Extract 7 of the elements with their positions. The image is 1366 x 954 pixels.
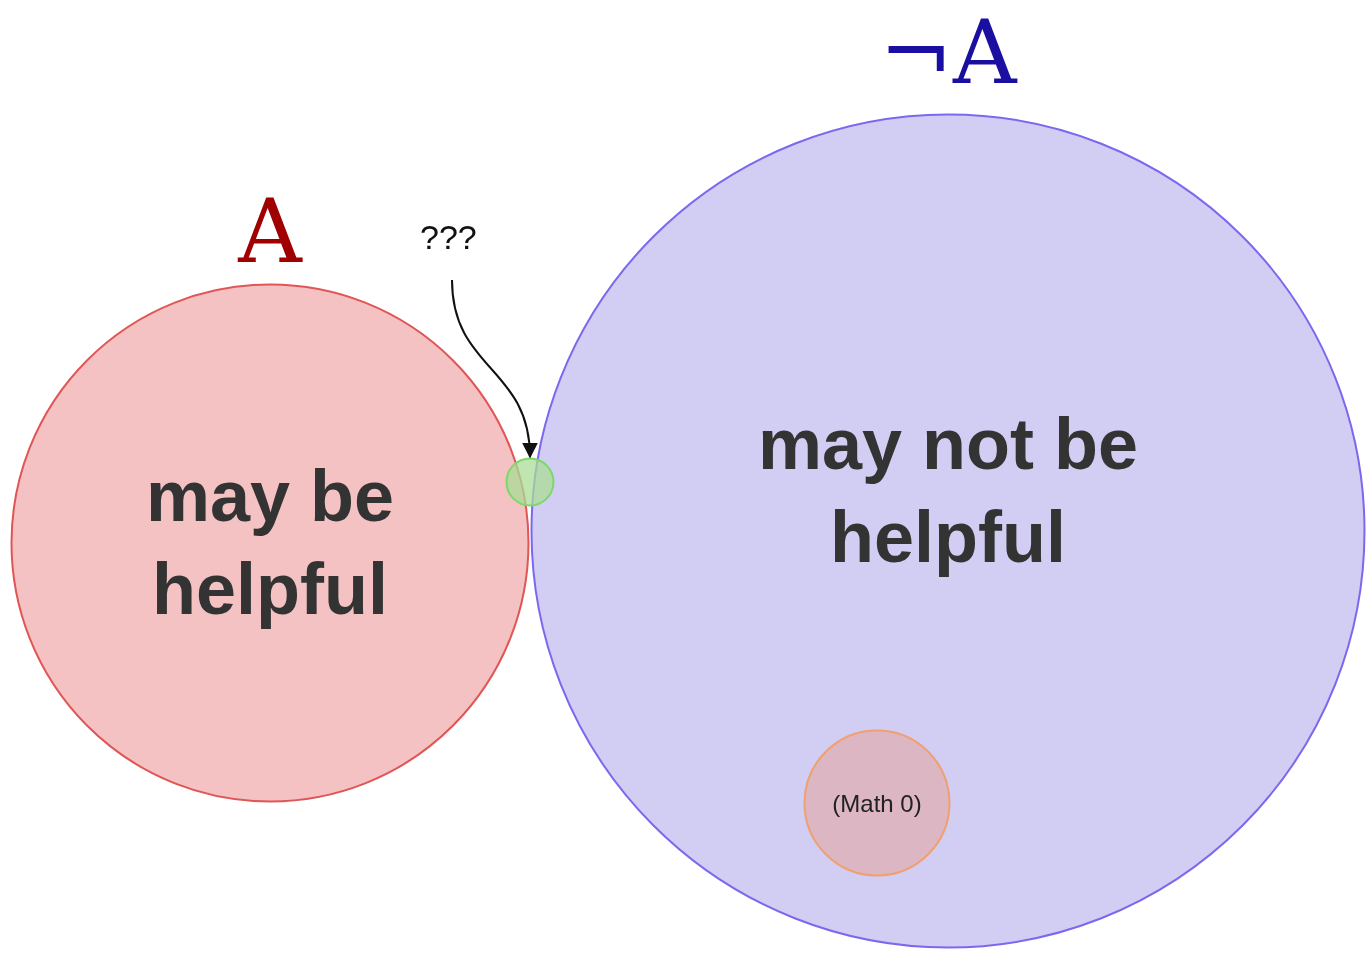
- circle-label: (Math 0): [831, 788, 923, 819]
- circle-label: may be helpful: [144, 454, 396, 632]
- question-text: ???: [420, 218, 478, 257]
- arrow: [451, 279, 537, 459]
- circle-label: may not be helpful: [756, 402, 1140, 580]
- set-symbol: A: [238, 188, 302, 276]
- set-symbol: ¬A: [879, 9, 1017, 97]
